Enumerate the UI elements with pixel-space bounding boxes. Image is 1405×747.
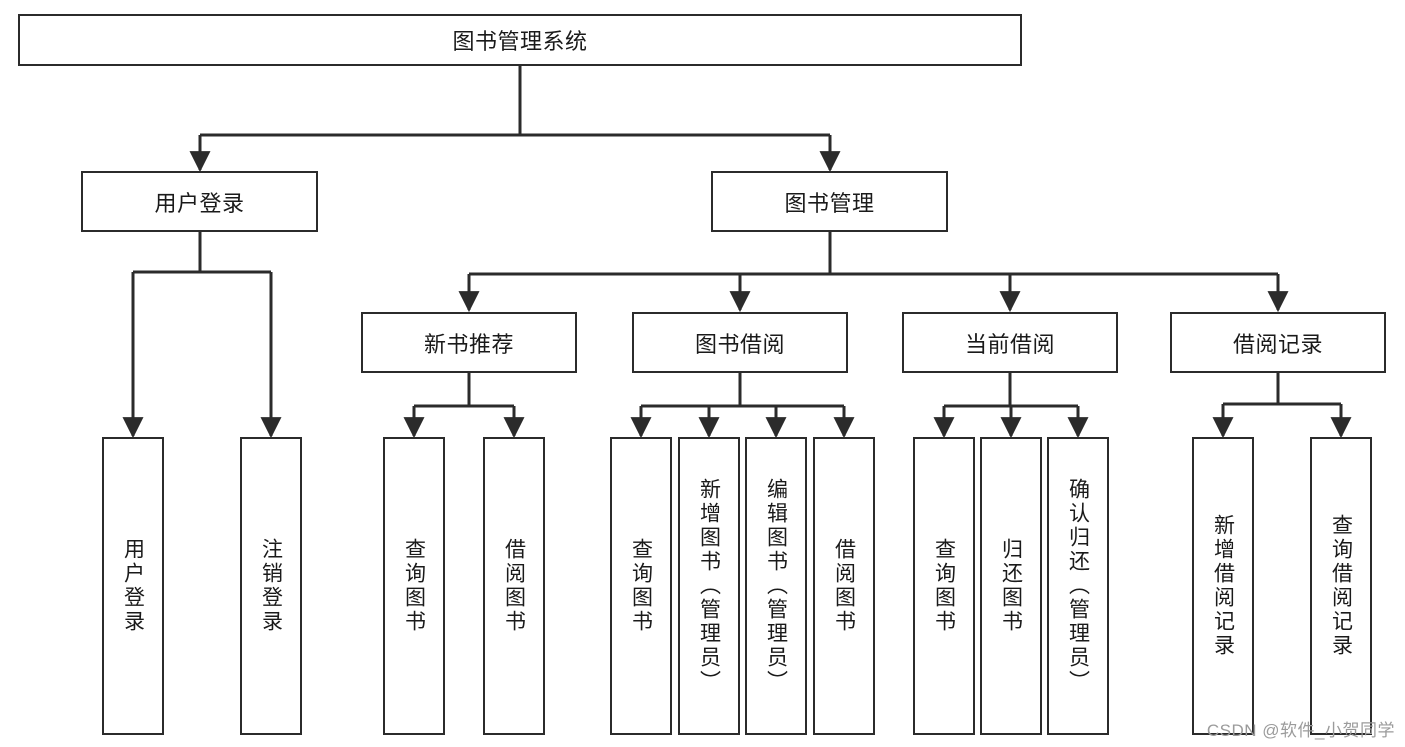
node-current-borrow[interactable]: 当前借阅 — [902, 312, 1118, 373]
node-book-management[interactable]: 图书管理 — [711, 171, 948, 232]
leaf-borrow-edit-book-admin[interactable]: 编辑图书（管理员） — [745, 437, 807, 735]
leaf-record-add-record[interactable]: 新增借阅记录 — [1192, 437, 1254, 735]
csdn-watermark: CSDN @软件_小贺同学 — [1206, 721, 1395, 740]
leaf-borrow-add-book-admin[interactable]: 新增图书（管理员） — [678, 437, 740, 735]
leaf-new-book-query[interactable]: 查询图书 — [383, 437, 445, 735]
leaf-borrow-query-book[interactable]: 查询图书 — [610, 437, 672, 735]
leaf-borrow-borrow-book[interactable]: 借阅图书 — [813, 437, 875, 735]
node-user-login[interactable]: 用户登录 — [81, 171, 318, 232]
node-new-book-recommend[interactable]: 新书推荐 — [361, 312, 577, 373]
leaf-current-return-book[interactable]: 归还图书 — [980, 437, 1042, 735]
node-borrow-record[interactable]: 借阅记录 — [1170, 312, 1386, 373]
leaf-new-book-borrow[interactable]: 借阅图书 — [483, 437, 545, 735]
leaf-current-confirm-return-admin[interactable]: 确认归还（管理员） — [1047, 437, 1109, 735]
node-root-library-system[interactable]: 图书管理系统 — [18, 14, 1022, 66]
node-book-borrow[interactable]: 图书借阅 — [632, 312, 848, 373]
leaf-current-query-book[interactable]: 查询图书 — [913, 437, 975, 735]
leaf-user-login-signout[interactable]: 注销登录 — [240, 437, 302, 735]
leaf-record-query-record[interactable]: 查询借阅记录 — [1310, 437, 1372, 735]
leaf-user-login-signin[interactable]: 用户登录 — [102, 437, 164, 735]
